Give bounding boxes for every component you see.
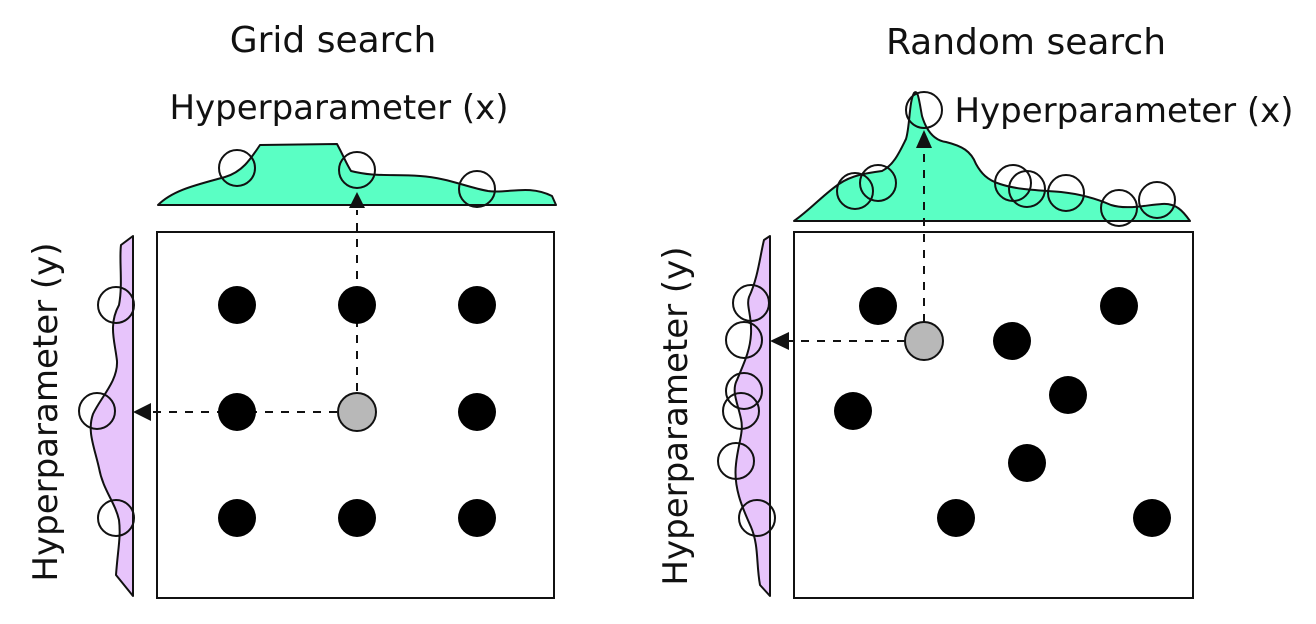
grid-left-arrowhead [133, 403, 151, 421]
random-point [1049, 376, 1087, 414]
random-point [993, 322, 1031, 360]
random-point [1100, 287, 1138, 325]
random-y-marker [725, 372, 763, 410]
grid-point [218, 499, 256, 537]
random-search-y-label: Hyperparameter (y) [656, 246, 696, 585]
grid-up-arrowhead [349, 192, 365, 208]
random-y-marker [725, 321, 763, 359]
grid-search-y-distribution [89, 235, 134, 597]
grid-search-title: Grid search [230, 20, 437, 61]
random-x-marker [1138, 181, 1176, 219]
grid-x-marker [338, 151, 376, 189]
random-y-marker [722, 392, 760, 430]
random-search-y-markers [717, 284, 776, 537]
random-search-guides [770, 130, 932, 350]
grid-point [338, 286, 376, 324]
random-search-panel: Random search Hyperparameter (x) Hyperpa… [656, 22, 1294, 599]
grid-search-x-distribution [157, 143, 557, 206]
grid-search-y-markers [78, 286, 135, 537]
grid-point [338, 499, 376, 537]
grid-y-marker [97, 499, 135, 537]
random-left-arrowhead [770, 332, 789, 350]
random-search-points [834, 287, 1171, 537]
random-point [937, 499, 975, 537]
random-y-marker [717, 442, 755, 480]
grid-x-marker [218, 149, 256, 187]
grid-y-marker [97, 286, 135, 324]
random-x-marker [905, 91, 943, 129]
random-up-arrowhead [916, 130, 932, 148]
random-point [1008, 444, 1046, 482]
random-point [1133, 499, 1171, 537]
grid-point [458, 286, 496, 324]
grid-x-marker [458, 170, 496, 208]
random-point [834, 392, 872, 430]
random-search-x-label: Hyperparameter (x) [954, 91, 1293, 131]
grid-search-x-label: Hyperparameter (x) [169, 88, 508, 128]
random-x-marker [1008, 170, 1046, 208]
random-x-marker [1047, 174, 1085, 212]
grid-y-marker [78, 392, 116, 430]
random-search-title: Random search [886, 22, 1166, 63]
grid-search-panel: Grid search Hyperparameter (x) Hyperpara… [26, 20, 557, 599]
grid-search-guides [133, 192, 365, 421]
random-search-x-distribution [793, 91, 1191, 222]
random-search-x-markers [836, 91, 1176, 227]
grid-point [218, 286, 256, 324]
random-selected-point [904, 321, 944, 361]
grid-search-x-markers [218, 149, 496, 208]
grid-search-points [218, 286, 496, 537]
random-x-marker [1100, 189, 1138, 227]
grid-point [218, 393, 256, 431]
random-x-marker [836, 172, 874, 210]
random-point [859, 287, 897, 325]
grid-search-y-label: Hyperparameter (y) [26, 242, 66, 581]
grid-point [458, 393, 496, 431]
random-y-marker [738, 499, 776, 537]
grid-point [458, 499, 496, 537]
grid-selected-point [337, 392, 377, 432]
random-y-marker [732, 284, 770, 322]
random-x-marker [859, 164, 897, 202]
